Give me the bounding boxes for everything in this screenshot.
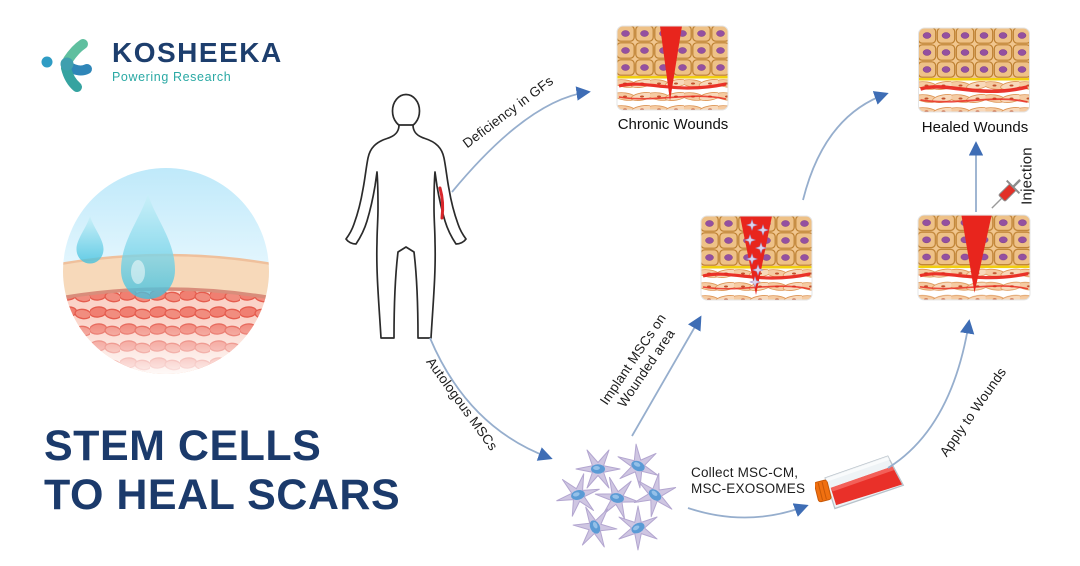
page-title-line2: TO HEAL SCARS: [44, 471, 401, 519]
label-collect-line2: MSC-EXOSOMES: [691, 481, 806, 496]
chronic-wound-image: [616, 25, 729, 111]
brand-text: KOSHEEKA Powering Research: [112, 37, 283, 85]
chronic-wounds-caption: Chronic Wounds: [617, 116, 729, 133]
wound-gap: [961, 215, 992, 293]
brand-name: KOSHEEKA: [112, 37, 283, 68]
arrow-heal-progress: [802, 91, 889, 201]
label-deficiency: Deficiency in GFs: [459, 73, 557, 151]
culture-flask: [814, 455, 913, 540]
brand-logo: KOSHEEKA Powering Research: [38, 30, 283, 92]
arm-wound-mark: [438, 186, 445, 220]
wound-gap: [660, 26, 682, 101]
msc-cell-cluster: [550, 438, 700, 563]
small-water-drop: [76, 216, 104, 264]
label-implant: Implant MSCs on Wounded area: [597, 311, 683, 417]
page-title: STEM CELLS TO HEAL SCARS: [44, 422, 400, 520]
label-autologous: Autologous MSCs: [423, 354, 501, 454]
label-collect: Collect MSC-CM, MSC-EXOSOMES: [691, 465, 805, 497]
syringe-icon: [984, 170, 1028, 223]
brand-tagline: Powering Research: [112, 70, 232, 84]
treated-wound-image: [917, 214, 1031, 301]
label-apply: Apply to Wounds: [936, 364, 1010, 460]
healed-wounds-caption: Healed Wounds: [921, 119, 1029, 136]
implanted-msc-wound-image: [700, 215, 813, 301]
skin-hydration-illustration: [60, 168, 272, 385]
wound-gap-with-cells: [740, 216, 772, 295]
healed-wound-image: [917, 27, 1031, 113]
label-collect-line1: Collect MSC-CM,: [691, 465, 799, 480]
kosheeka-logo-icon: [41, 39, 92, 92]
label-injection: Injection: [1018, 147, 1036, 205]
human-body-figure: [340, 92, 472, 349]
page-title-line1: STEM CELLS: [44, 422, 322, 470]
arrow-collect: [687, 503, 809, 519]
